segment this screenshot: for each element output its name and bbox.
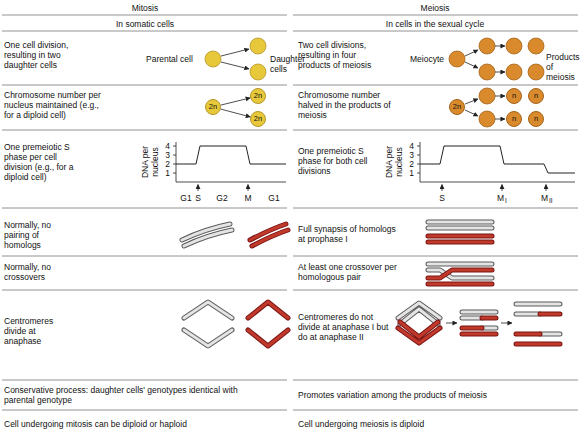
row-text: Normally, no crossovers xyxy=(4,262,66,282)
parental-cell xyxy=(205,51,221,67)
graph-axis xyxy=(173,142,286,182)
row-text: Chromosome number halved in the products… xyxy=(298,90,402,120)
division-arrow xyxy=(221,109,251,117)
arrow xyxy=(221,49,249,56)
meiocyte-cell xyxy=(449,51,465,67)
phase-label: G1 xyxy=(264,193,284,203)
phase-label: G2 xyxy=(212,193,232,203)
arrow xyxy=(495,119,505,120)
phase-label: S xyxy=(188,193,208,203)
cell-circle: n xyxy=(528,111,544,127)
cell-circle: n xyxy=(506,111,522,127)
row-text: Two cell divisions, resulting in four pr… xyxy=(298,40,386,70)
product-cell xyxy=(506,38,522,54)
intermediate-cell xyxy=(479,38,495,54)
arrow xyxy=(221,62,249,69)
row-text: Cell undergoing mitosis can be diploid o… xyxy=(4,419,284,429)
cell-circle: n xyxy=(506,88,522,104)
arrow xyxy=(446,323,457,324)
chromatid-red xyxy=(248,224,560,346)
axis-tick: 1 xyxy=(158,168,170,178)
axis-tick: 3 xyxy=(158,150,170,160)
product-cell xyxy=(528,64,544,80)
axis-tick: 3 xyxy=(402,150,414,160)
phase-label: M xyxy=(238,193,258,203)
column-subheading: In somatic cells xyxy=(0,19,290,29)
row-rule xyxy=(2,15,578,410)
tick-arrow xyxy=(502,185,503,192)
arrow xyxy=(495,72,505,73)
column-heading: Meiosis xyxy=(290,3,580,13)
row-text: Promotes variation among the products of… xyxy=(298,390,573,400)
chromatid-grey xyxy=(182,222,560,346)
ploidy-label: 2n xyxy=(254,92,262,100)
cell-circle: n xyxy=(528,88,544,104)
cell-circle: 2n xyxy=(250,111,266,127)
arrow xyxy=(495,46,505,47)
row-text: Full synapsis of homologs at prophase I xyxy=(298,224,398,244)
arrow xyxy=(465,110,478,116)
axis-tick: 2 xyxy=(158,159,170,169)
ploidy-label: 2n xyxy=(254,115,262,123)
intermediate-cell xyxy=(479,64,495,80)
axis-tick: 4 xyxy=(158,141,170,151)
graph-axis xyxy=(417,142,575,182)
cell-circle: 2n xyxy=(205,99,221,115)
arrow xyxy=(501,323,512,324)
cell-label: Meiocyte xyxy=(410,54,450,64)
ploidy-label: 2n xyxy=(209,103,217,111)
cell-label: Parental cell xyxy=(146,54,204,64)
row-text: One premeiotic S phase for both cell div… xyxy=(298,146,370,176)
row-text: One premeiotic S phase per cell division… xyxy=(4,142,84,182)
ploidy-label: n xyxy=(534,92,538,100)
phase-subscript: II xyxy=(549,197,559,205)
axis-tick: 1 xyxy=(402,168,414,178)
cell-circle: 2n xyxy=(449,99,465,115)
ploidy-label: 2n xyxy=(453,103,461,111)
column-subheading: In cells in the sexual cycle xyxy=(290,19,580,29)
axis-title: DNA per nucleus xyxy=(140,140,160,184)
row-text: At least one crossover per homologous pa… xyxy=(298,262,398,282)
arrow xyxy=(465,99,478,104)
row-text: Centromeres divide at anaphase xyxy=(4,316,66,346)
row-text: Conservative process: daughter cells' ge… xyxy=(4,385,244,405)
cell-label: Products of meiosis xyxy=(546,52,580,82)
ploidy-label: n xyxy=(512,115,516,123)
axis-tick: 4 xyxy=(402,141,414,151)
tick-arrow xyxy=(198,185,199,192)
arrow xyxy=(465,50,478,56)
ploidy-label: n xyxy=(512,92,516,100)
arrow xyxy=(465,62,478,68)
tick-arrow xyxy=(248,185,249,192)
dna-curve xyxy=(420,146,575,173)
axis-title: DNA per nucleus xyxy=(384,140,404,184)
daughter-cell xyxy=(250,38,266,54)
arrow xyxy=(495,96,505,97)
phase-subscript: I xyxy=(505,197,513,205)
row-text: Centromeres do not divide at anaphase I … xyxy=(298,312,394,342)
column-heading: Mitosis xyxy=(0,3,290,13)
row-text: Cell undergoing meiosis is diploid xyxy=(298,419,573,429)
tick-arrow xyxy=(442,185,443,192)
daughter-cell xyxy=(250,64,266,80)
phase-label: S xyxy=(432,193,452,203)
product-cell xyxy=(528,38,544,54)
axis-tick: 2 xyxy=(402,159,414,169)
cell-circle: 2n xyxy=(250,88,266,104)
intermediate-cell xyxy=(479,88,495,104)
product-cell xyxy=(506,64,522,80)
tick-arrow xyxy=(546,185,547,192)
row-text: Chromosome number per nucleus maintained… xyxy=(4,90,110,120)
row-text: One cell division, resulting in two daug… xyxy=(4,40,84,70)
row-text: Normally, no pairing of homologs xyxy=(4,220,66,250)
intermediate-cell xyxy=(479,111,495,127)
chromatid-red xyxy=(248,224,560,346)
chromatid-grey xyxy=(182,222,560,346)
phase-label: G1 xyxy=(176,193,196,203)
dna-curve xyxy=(176,146,286,164)
ploidy-label: n xyxy=(534,115,538,123)
division-arrow xyxy=(221,98,250,105)
